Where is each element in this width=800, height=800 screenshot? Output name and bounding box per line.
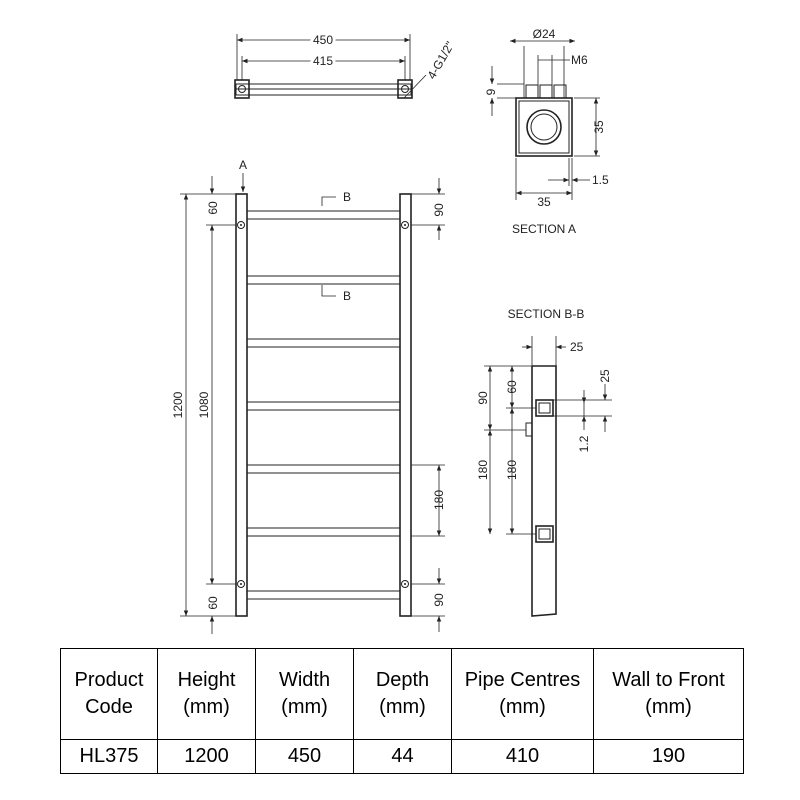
port-bottom-right [401, 580, 409, 588]
dim-9: 9 [484, 88, 498, 95]
dim-threads: 4-G1/2" [424, 39, 457, 81]
dim-diameter: Ø24 [533, 27, 556, 41]
dim-rail-wall-1-2: 1.2 [577, 435, 591, 452]
port-top-right [401, 221, 409, 229]
col-height: Height(mm) [157, 648, 256, 740]
front-view: A B B 1200 1080 [171, 158, 446, 634]
cell-height: 1200 [157, 739, 256, 774]
cell-depth: 44 [353, 739, 452, 774]
rail-7 [246, 590, 401, 600]
section-bb-stile [531, 365, 557, 617]
table-row: HL375 1200 450 44 410 190 [60, 739, 744, 774]
col-depth: Depth(mm) [353, 648, 452, 740]
dim-bottom-offset: 60 [206, 596, 220, 610]
label-b-bottom: B [343, 289, 351, 303]
port-top-left [237, 221, 245, 229]
cell-pipe-centres: 410 [451, 739, 594, 774]
left-stile [235, 193, 248, 617]
dim-pipe-centres: 415 [313, 54, 333, 68]
dim-bottom-rail-gap: 90 [432, 593, 446, 607]
dim-width-35: 35 [537, 195, 551, 209]
dim-top-offset: 60 [206, 201, 220, 215]
top-view-right-block [397, 79, 413, 99]
technical-drawing: 450 415 4-G1/2" Ø24 M6 9 [171, 27, 612, 634]
section-a-title: SECTION A [512, 222, 576, 236]
dim-wall-1-5: 1.5 [592, 173, 609, 187]
dim-rail-size-25: 25 [598, 369, 612, 383]
col-wall-to-front: Wall to Front(mm) [593, 648, 744, 740]
dim-rail-pitch: 180 [432, 490, 446, 510]
right-stile [399, 193, 412, 617]
section-bb-title: SECTION B-B [508, 307, 585, 321]
port-bottom-left [237, 580, 245, 588]
rail-1 [246, 210, 401, 220]
dim-width-top-25: 25 [570, 340, 584, 354]
dim-inner-height: 1080 [197, 391, 211, 418]
dim-thread: M6 [571, 53, 588, 67]
rail-5 [246, 464, 401, 474]
rail-6 [246, 527, 401, 537]
dim-height-35: 35 [592, 120, 606, 134]
rail-2 [246, 275, 401, 285]
rail-4 [246, 401, 401, 411]
dim-bb-60: 60 [505, 380, 519, 394]
section-a: Ø24 M6 9 35 35 1.5 SECTION [484, 27, 609, 236]
dim-bb-180: 180 [476, 460, 490, 480]
col-pipe-centres: Pipe Centres(mm) [451, 648, 594, 740]
section-bb: SECTION B-B 25 25 1.2 90 [476, 307, 612, 617]
cell-product-code: HL375 [60, 739, 158, 774]
dim-bb-90: 90 [476, 391, 490, 405]
col-width: Width(mm) [255, 648, 354, 740]
cell-width: 450 [255, 739, 354, 774]
label-b-top: B [343, 190, 351, 204]
top-view: 450 415 4-G1/2" [234, 30, 457, 99]
cell-wall-to-front: 190 [593, 739, 744, 774]
section-a-body [515, 97, 573, 157]
dim-overall-width: 450 [313, 33, 333, 47]
section-a-port [526, 109, 562, 145]
dim-bb-180-inner: 180 [505, 460, 519, 480]
rail-3 [246, 338, 401, 348]
dim-top-rail-gap: 90 [432, 203, 446, 217]
dim-overall-height: 1200 [171, 391, 185, 418]
top-view-left-block [234, 79, 250, 99]
label-a: A [239, 158, 247, 172]
